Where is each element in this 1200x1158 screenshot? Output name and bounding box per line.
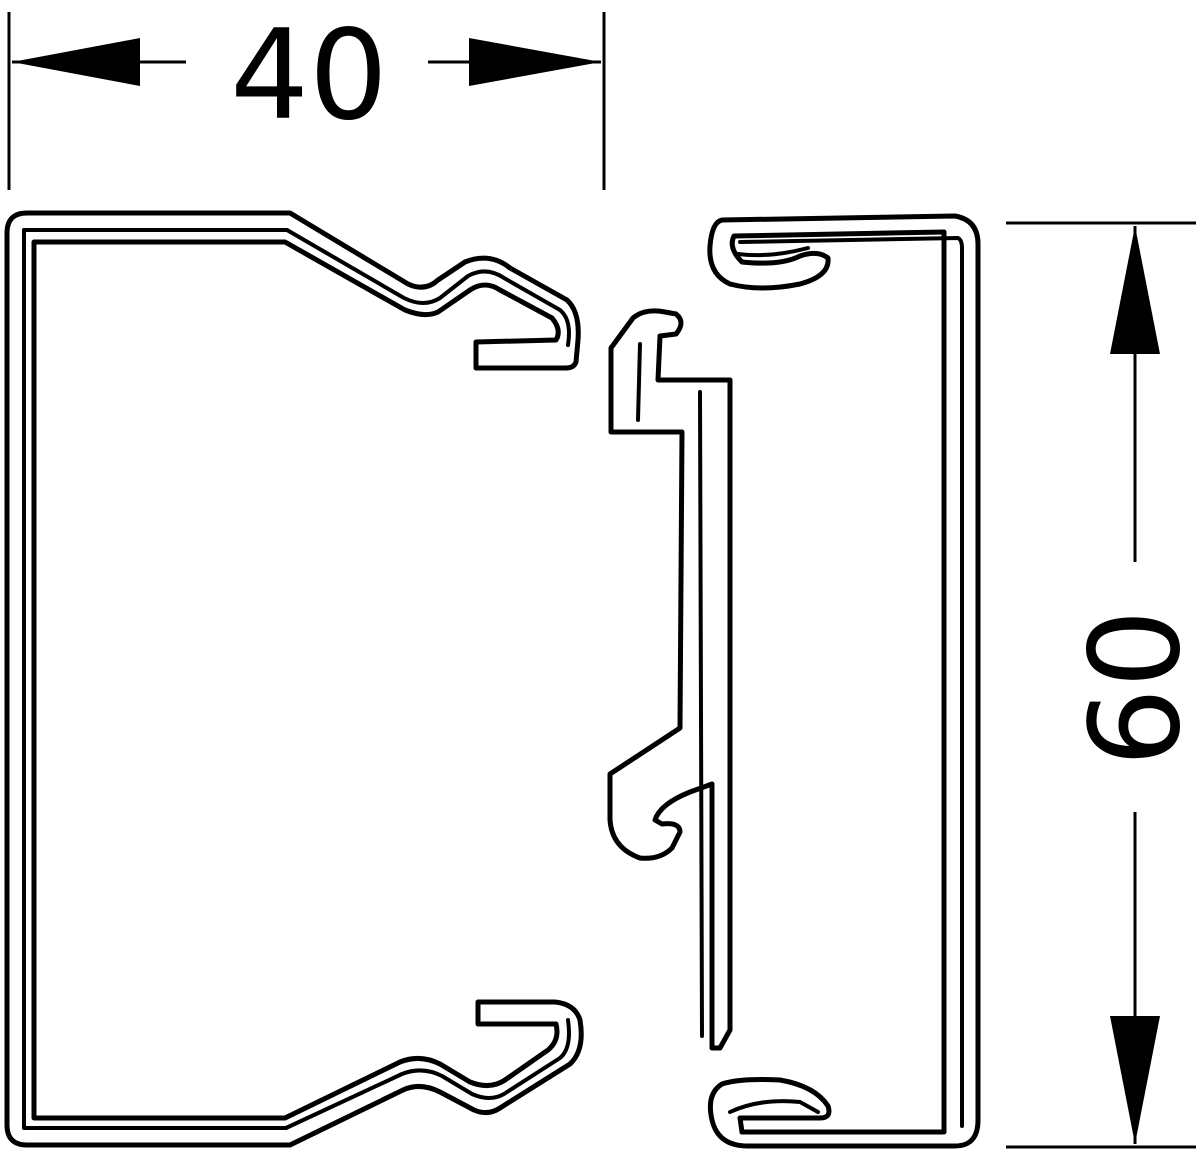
width-arrowhead-right — [469, 38, 601, 86]
width-dimension-label: 40 — [230, 4, 388, 148]
duct-cover-lower-hook-detail — [728, 1099, 820, 1114]
duct-base-inner-outline — [22, 228, 288, 1130]
height-dimension-label: 60 — [1064, 609, 1200, 767]
height-arrowhead-top — [1110, 226, 1160, 354]
duct-cover-inner-line — [738, 236, 964, 1128]
duct-base-inner-top — [22, 228, 571, 347]
center-clip-inner-line — [636, 342, 704, 1038]
width-arrowhead-left — [12, 38, 140, 86]
duct-base-outer-outline — [4, 210, 584, 1148]
width-dimension — [7, 12, 606, 190]
height-dimension — [1006, 221, 1196, 1149]
duct-cover-outline — [707, 213, 981, 1149]
center-clip-outline — [607, 308, 733, 1051]
height-arrowhead-bottom — [1110, 1016, 1160, 1144]
duct-base-inner-bottom-lip — [284, 1018, 571, 1130]
duct-cover-upper-hook-detail — [736, 246, 810, 258]
